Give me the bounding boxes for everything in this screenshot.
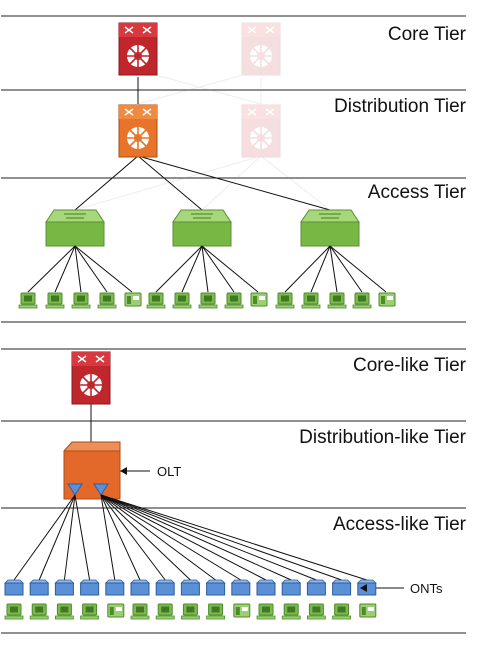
ont-icon — [332, 579, 352, 596]
workstation-icon — [180, 603, 200, 620]
ont-icon — [130, 579, 150, 596]
access-tier-endpoints — [18, 292, 396, 309]
tier-label-core: Core Tier — [388, 24, 467, 45]
workstation-icon — [45, 292, 65, 309]
access-switch-links — [27, 245, 387, 293]
workstation-icon — [80, 603, 100, 620]
workstation-icon — [275, 292, 295, 309]
redundant-faded-group — [74, 22, 331, 211]
ip-phone-icon — [359, 603, 377, 618]
ont-icon — [256, 579, 276, 596]
workstation-icon — [4, 603, 24, 620]
ont-icon — [306, 579, 326, 596]
onts-label: ONTs — [410, 581, 443, 596]
tier-label-core-like: Core-like Tier — [353, 355, 467, 376]
access-like-endpoints — [4, 603, 377, 620]
core-router-redundant — [241, 22, 281, 76]
workstation-icon — [97, 292, 117, 309]
tier-separators — [1, 15, 466, 634]
access-switch-1 — [45, 209, 105, 247]
ont-icon — [155, 579, 175, 596]
ont-icon — [206, 579, 226, 596]
workstation-icon — [146, 292, 166, 309]
ip-phone-icon — [250, 292, 268, 307]
access-switch-2 — [172, 209, 232, 247]
tier-label-distribution: Distribution Tier — [334, 96, 467, 117]
workstation-icon — [198, 292, 218, 309]
olt-device — [63, 441, 121, 500]
workstation-icon — [155, 603, 175, 620]
ip-phone-icon — [124, 292, 142, 307]
ip-phone-icon — [233, 603, 251, 618]
workstation-icon — [224, 292, 244, 309]
pon-fiber-links — [13, 494, 367, 581]
ont-icon — [80, 579, 100, 596]
distribution-switch-redundant — [241, 104, 281, 158]
tier-label-distribution-like: Distribution-like Tier — [299, 427, 466, 448]
core-router — [118, 22, 158, 76]
splitter-port-1 — [67, 483, 83, 496]
workstation-icon — [71, 292, 91, 309]
olt-label: OLT — [157, 464, 181, 479]
access-switch-3 — [300, 209, 360, 247]
ont-icon — [29, 579, 49, 596]
ont-icon — [54, 579, 74, 596]
ip-phone-icon — [107, 603, 125, 618]
workstation-icon — [327, 292, 347, 309]
tier-label-access-like: Access-like Tier — [333, 514, 467, 535]
workstation-icon — [281, 603, 301, 620]
workstation-icon — [18, 292, 38, 309]
workstation-icon — [332, 603, 352, 620]
workstation-icon — [256, 603, 276, 620]
ont-row — [4, 579, 377, 596]
workstation-icon — [172, 292, 192, 309]
olt-pointer-arrow — [120, 467, 127, 475]
core-like-router — [71, 351, 111, 405]
tier-label-access: Access Tier — [368, 182, 467, 203]
ont-icon — [231, 579, 251, 596]
workstation-icon — [130, 603, 150, 620]
splitter-port-2 — [93, 483, 109, 496]
ont-icon — [281, 579, 301, 596]
ip-phone-icon — [378, 292, 396, 307]
workstation-icon — [352, 292, 372, 309]
ont-icon — [105, 579, 125, 596]
workstation-icon — [54, 603, 74, 620]
workstation-icon — [206, 603, 226, 620]
workstation-icon — [301, 292, 321, 309]
ont-icon — [4, 579, 24, 596]
ont-icon — [180, 579, 200, 596]
workstation-icon — [29, 603, 49, 620]
distribution-switch — [118, 104, 158, 158]
workstation-icon — [306, 603, 326, 620]
onts-pointer-arrow — [360, 584, 367, 592]
